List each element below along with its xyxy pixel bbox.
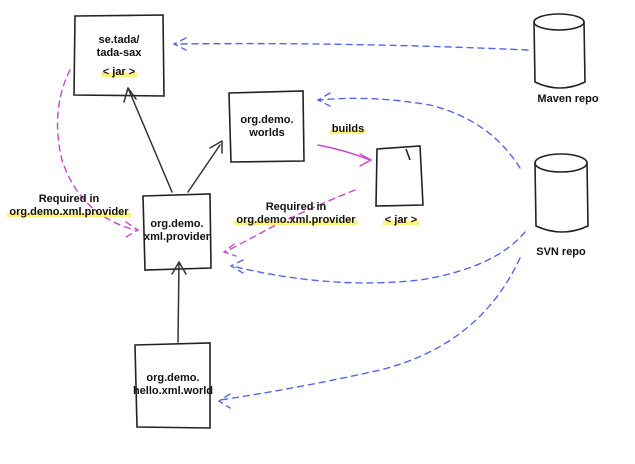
tada-sax-jar-tag: < jar > [100, 66, 138, 78]
jar-tag-label: < jar > [376, 214, 426, 227]
dependency-arrows [123, 87, 223, 343]
maven-repo-cylinder [533, 13, 586, 89]
required-mid-line2: org.demo.xml.provider [234, 214, 358, 226]
jar-tag: < jar > [382, 214, 420, 226]
hello-world-box [134, 342, 211, 429]
svn-repo-label: SVN repo [536, 246, 586, 258]
maven-repo-label: Maven repo [537, 93, 599, 105]
hello-world-line1: org.demo. [146, 372, 200, 384]
worlds-line2: worlds [249, 127, 285, 139]
required-left-label: Required in org.demo.xml.provider [4, 193, 134, 219]
worlds-box [228, 90, 305, 163]
required-left-line2: org.demo.xml.provider [7, 206, 131, 218]
hello-world-label: org.demo. hello.xml.world [128, 372, 218, 398]
builds-text: builds [329, 123, 367, 135]
repository-arrows [172, 37, 529, 409]
required-left-line1: Required in [38, 193, 100, 205]
worlds-label: org.demo. worlds [232, 114, 302, 140]
jar-document-box [375, 145, 424, 207]
builds-label: builds [326, 123, 370, 136]
tada-sax-line2: tada-sax [96, 47, 142, 59]
svn-repo-cylinder [534, 153, 589, 233]
required-mid-label: Required in org.demo.xml.provider [234, 201, 358, 227]
required-mid-line1: Required in [265, 201, 327, 213]
xml-provider-label: org.demo. xml.provider [140, 218, 214, 244]
tada-sax-box [73, 14, 165, 97]
tada-sax-line1: se.tada/ [98, 34, 140, 46]
tada-sax-label: se.tada/ tada-sax < jar > [84, 34, 154, 79]
hello-world-line2: hello.xml.world [132, 385, 214, 397]
xml-provider-line1: org.demo. [150, 218, 204, 230]
worlds-line1: org.demo. [240, 114, 294, 126]
requirement-arrows [56, 69, 373, 257]
xml-provider-line2: xml.provider [143, 231, 211, 243]
xml-provider-box [142, 193, 212, 271]
